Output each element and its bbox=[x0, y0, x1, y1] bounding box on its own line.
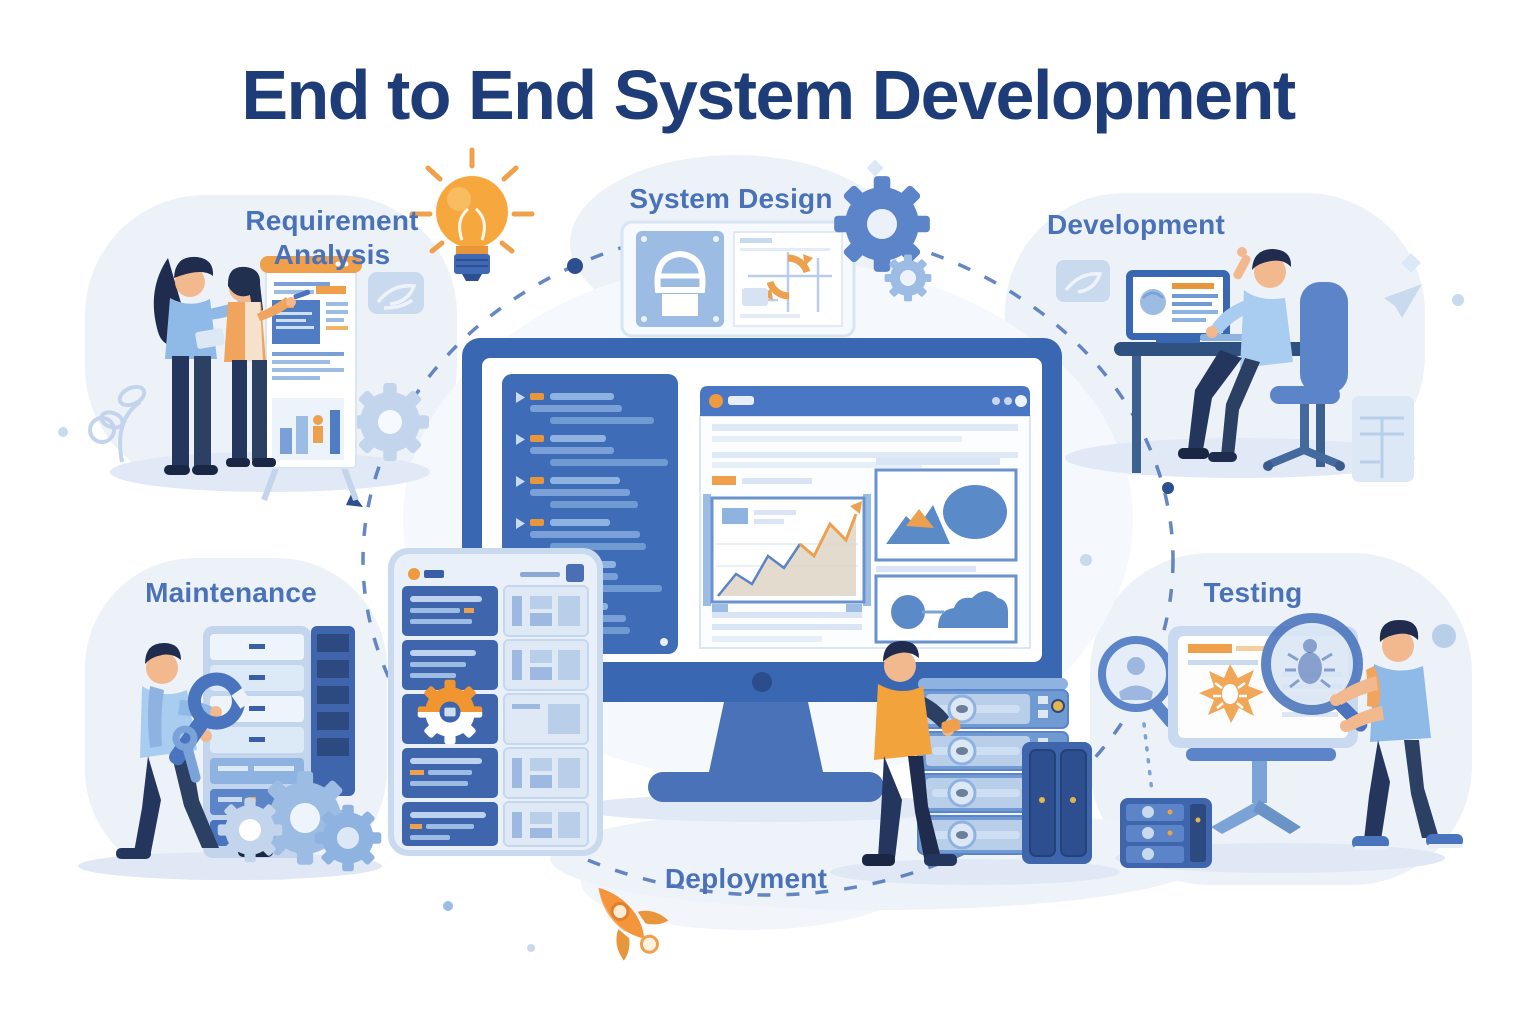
line-chart-icon bbox=[703, 494, 871, 614]
deployment-scene bbox=[862, 641, 1092, 866]
wrench-icon-small bbox=[172, 725, 201, 783]
tablet-checklist-panel bbox=[388, 548, 603, 856]
wrench-icon bbox=[169, 672, 252, 766]
leaf-note-icon bbox=[368, 272, 424, 314]
magnifying-glass-icon-small bbox=[1098, 636, 1177, 794]
person-tester bbox=[1330, 620, 1463, 850]
rocket-icon bbox=[598, 887, 669, 961]
server-stack-icon bbox=[917, 678, 1092, 864]
mini-server-icon bbox=[1120, 798, 1212, 868]
office-chair-back bbox=[1300, 282, 1348, 394]
whiteboard-icon bbox=[260, 256, 362, 502]
maintenance-scene bbox=[116, 626, 382, 872]
requirement-analysis-scene bbox=[88, 256, 429, 502]
bug-icon bbox=[1222, 684, 1238, 704]
design-card bbox=[620, 220, 856, 338]
plant-sketch bbox=[88, 384, 147, 463]
leaf-note-icon bbox=[1056, 260, 1110, 302]
stage-label-requirement-analysis: Requirement Analysis bbox=[245, 205, 419, 270]
magnifying-glass-icon bbox=[1261, 613, 1368, 732]
bug-icon bbox=[1298, 652, 1322, 684]
decorative-dots bbox=[58, 159, 1464, 952]
lightbulb-icon bbox=[409, 147, 535, 281]
person-developer bbox=[1178, 247, 1348, 471]
system-design-scene bbox=[620, 176, 932, 338]
analytics-card-1 bbox=[874, 458, 1018, 562]
stage-label-system-design: System Design bbox=[629, 183, 833, 214]
stage-label-deployment: Deployment bbox=[664, 863, 828, 894]
stage-label-development: Development bbox=[1046, 209, 1226, 240]
browser-window bbox=[699, 386, 1031, 649]
stage-label-testing: Testing bbox=[1203, 577, 1303, 608]
gear-icon bbox=[417, 679, 483, 745]
browser-dot-orange bbox=[709, 394, 723, 408]
page-title: End to End System Development bbox=[241, 56, 1296, 134]
paper-plane-icon bbox=[1384, 284, 1422, 318]
testing-scene bbox=[1098, 613, 1463, 868]
person-deployer bbox=[862, 641, 961, 866]
person-analyst-2 bbox=[224, 266, 311, 467]
analytics-card-2 bbox=[874, 566, 1018, 644]
monitor-icon bbox=[1126, 270, 1230, 343]
office-chair-seat bbox=[1270, 386, 1340, 404]
stage-label-maintenance: Maintenance bbox=[145, 577, 317, 608]
development-scene bbox=[1056, 247, 1422, 482]
